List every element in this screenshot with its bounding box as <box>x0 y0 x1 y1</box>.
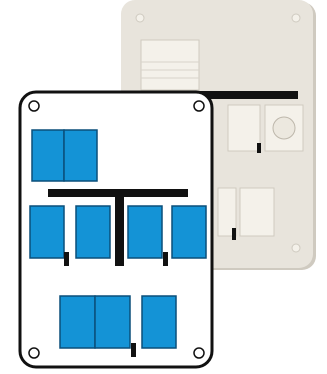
photo-screw-bottom-right <box>292 244 300 252</box>
module-top-right <box>64 130 97 181</box>
module-mid-3 <box>128 206 162 258</box>
module-mid-4 <box>172 206 206 258</box>
screw-hole-icon <box>29 348 39 358</box>
module-bottom-3 <box>142 296 176 348</box>
module-top-left <box>32 130 64 181</box>
schematic-plate <box>20 92 212 367</box>
busbar-vertical <box>115 197 124 266</box>
photo-module-top <box>141 40 199 90</box>
module-mid-1 <box>30 206 64 258</box>
module-bottom-1 <box>60 296 95 348</box>
tick-mark-icon <box>163 252 168 266</box>
photo-round-button <box>273 117 295 139</box>
photo-tick-low <box>232 228 236 240</box>
photo-screw-top-left <box>136 14 144 22</box>
tick-mark-icon <box>131 343 136 357</box>
photo-module-low-2 <box>240 188 274 236</box>
photo-tick-mid <box>257 143 261 153</box>
module-bottom-2 <box>95 296 130 348</box>
screw-hole-icon <box>29 101 39 111</box>
module-mid-2 <box>76 206 110 258</box>
tick-mark-icon <box>64 252 69 266</box>
photo-screw-top-right <box>292 14 300 22</box>
photo-module-mid-1 <box>228 105 260 151</box>
screw-hole-icon <box>194 348 204 358</box>
screw-hole-icon <box>194 101 204 111</box>
busbar-horizontal <box>48 189 188 197</box>
